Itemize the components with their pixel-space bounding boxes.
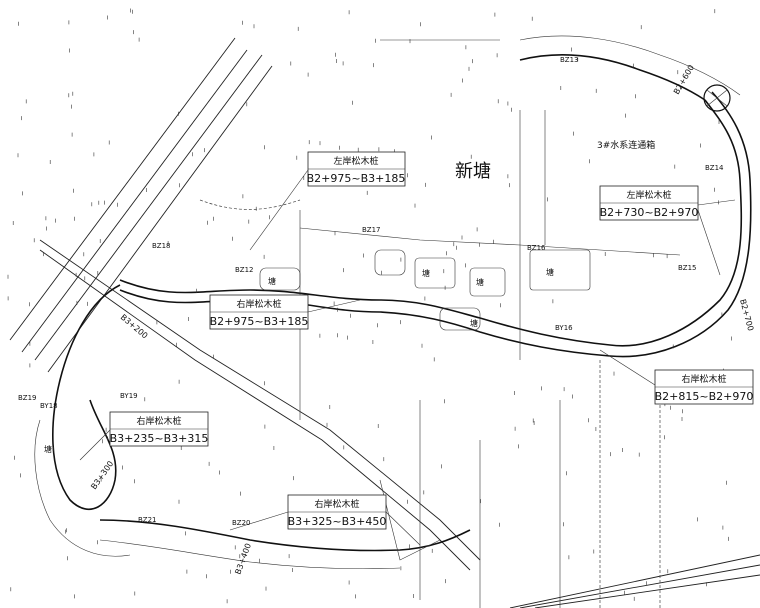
box-range: B2+815~B2+970 (655, 390, 754, 403)
pond-label: 塘 (268, 276, 276, 286)
box-title: 右岸松木桩 (681, 373, 726, 385)
stake-label: B3+400 (233, 542, 253, 576)
box-range: B3+235~B3+315 (110, 432, 209, 445)
pond-label: 塘 (546, 267, 554, 277)
road-bottom-right (509, 554, 760, 608)
left-loop (34, 284, 131, 557)
point-label: BY19 (120, 392, 138, 400)
leader-lines (79, 169, 736, 546)
point-label: BZ18 (152, 242, 171, 250)
place-name: 新塘 (455, 161, 491, 182)
box-range: B3+325~B3+450 (288, 515, 387, 528)
pond-label: 塘 (470, 318, 478, 328)
road-diagonal (39, 239, 481, 571)
ponds (259, 249, 591, 331)
pond-label: 塘 (422, 268, 430, 278)
box-title: 左岸松木桩 (626, 189, 671, 201)
annotation-box: 右岸松木桩 B2+975~B3+185 (209, 294, 309, 330)
point-label: BZ16 (527, 244, 546, 252)
annotation-box: 左岸松木桩 B2+730~B2+970 (599, 185, 699, 221)
pond-labels: 塘 塘 塘 塘 塘 塘 (44, 267, 554, 454)
annotation-box: 右岸松木桩 B2+815~B2+970 (654, 369, 754, 405)
box-title: 右岸松木桩 (236, 298, 281, 310)
point-label: BZ13 (560, 56, 579, 64)
station-label: 3#水系连通箱 (597, 139, 655, 151)
north-marker (703, 84, 731, 112)
annotation-box: 左岸松木桩 B2+975~B3+185 (307, 151, 406, 187)
pond-label: 塘 (44, 444, 52, 454)
point-label: BZ12 (235, 266, 254, 274)
box-title: 右岸松木桩 (136, 415, 181, 427)
road-band (9, 37, 273, 373)
annotation-box: 右岸松木桩 B3+235~B3+315 (109, 411, 209, 447)
point-label: BZ14 (705, 164, 724, 172)
point-label: BZ15 (678, 264, 697, 272)
point-label: BZ17 (362, 226, 381, 234)
stake-labels: B3+200 B3+300 B3+400 B2+700 B2+600 (89, 63, 755, 575)
pond-label: 塘 (476, 277, 484, 287)
box-title: 左岸松木桩 (333, 155, 378, 167)
stake-label: B2+700 (738, 298, 755, 332)
river-upper-bank (519, 35, 741, 96)
point-label: BZ21 (138, 516, 157, 524)
box-range: B2+730~B2+970 (600, 206, 699, 219)
point-labels: BZ18 BZ17 BZ16 BZ15 BZ14 BZ13 BZ12 BZ19 … (18, 56, 724, 527)
box-range: B2+975~B3+185 (307, 172, 406, 185)
river-bottom (99, 519, 471, 552)
box-range: B2+975~B3+185 (210, 315, 309, 328)
river-upper (519, 54, 706, 101)
point-label: BY18 (40, 402, 58, 410)
box-title: 右岸松木桩 (314, 498, 359, 510)
point-label: BZ20 (232, 519, 251, 527)
stake-label: B3+300 (89, 459, 115, 491)
annotation-box: 右岸松木桩 B3+325~B3+450 (287, 494, 387, 530)
point-label: BY16 (555, 324, 573, 332)
stake-label: B2+600 (672, 63, 696, 96)
point-label: BZ19 (18, 394, 37, 402)
